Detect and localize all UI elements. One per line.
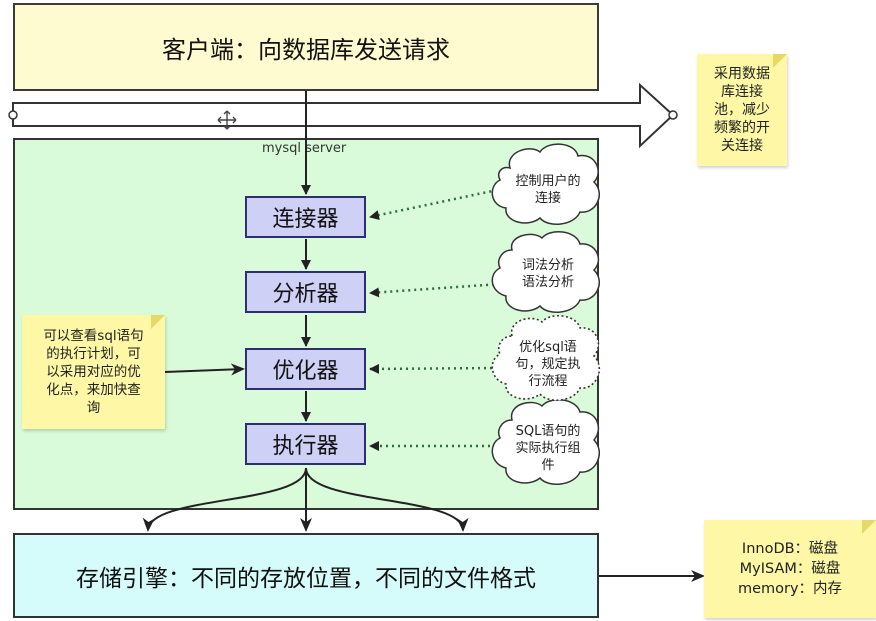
cloud-1-text: 控制用户的 连接	[500, 160, 596, 220]
cloud-4-line: SQL语句的	[515, 423, 581, 439]
cloud-4-text: SQL语句的 实际执行组 件	[498, 414, 598, 482]
cloud-3-line: 句，规定执	[515, 356, 581, 372]
connector-label: 连接器	[272, 207, 339, 232]
cloud-2-line: 语法分析	[521, 275, 574, 290]
cloud-1-line: 控制用户的	[515, 174, 581, 189]
analyzer-label: 分析器	[272, 282, 339, 307]
note-fold	[862, 520, 876, 534]
mysql-server-label: mysql server	[262, 141, 347, 156]
plan-note-line: 可以查看sql语句	[43, 328, 144, 344]
cloud-1-shape	[491, 143, 600, 225]
engines-note-line: memory：内存	[737, 581, 843, 597]
client-label: 客户端：向数据库发送请求	[162, 35, 450, 64]
cloud2-to-analyzer	[369, 282, 501, 298]
client-box: 客户端：向数据库发送请求	[13, 3, 599, 91]
plan-note-line: 以采用对应的优	[46, 364, 141, 380]
cloud-3-line: 优化sql语	[519, 339, 577, 355]
executor-to-storage-right	[305, 467, 469, 532]
cloud-2-text: 词法分析 语法分析	[500, 243, 596, 305]
pool-note-line: 库连接	[721, 84, 763, 100]
cloud-2-line: 词法分析	[521, 258, 574, 273]
pool-note-line: 采用数据	[714, 66, 770, 82]
cloud-2-shape	[491, 231, 600, 313]
executor-label: 执行器	[272, 434, 339, 459]
cloud-1-line: 连接	[534, 191, 561, 206]
connector-module: 连接器	[245, 196, 366, 238]
storage-label: 存储引擎：不同的存放位置，不同的文件格式	[76, 565, 536, 592]
execution-plan-note: 可以查看sql语句 的执行计划，可 以采用对应的优 化点，来加快查 询	[22, 315, 165, 429]
plan-note-line: 询	[86, 400, 101, 416]
pool-band-arrow	[12, 82, 675, 149]
cloud3-to-optimizer	[369, 363, 499, 374]
connection-pool-note: 采用数据 库连接 池，减少 频繁的开 关连接	[697, 54, 787, 166]
plan-note-to-optimizer-arrow	[164, 363, 245, 376]
executor-module: 执行器	[245, 423, 366, 465]
pool-note-line: 频繁的开	[714, 120, 770, 136]
cloud-3-text: 优化sql语 句，规定执 行流程	[498, 330, 598, 398]
plan-note-line: 化点，来加快查	[46, 382, 141, 398]
cloud-4-line: 实际执行组	[515, 440, 581, 456]
move-cursor-icon	[217, 110, 237, 130]
note-fold	[151, 315, 165, 329]
cloud-4-line: 件	[541, 457, 555, 473]
engines-note-line: MyISAM：磁盘	[739, 561, 841, 577]
storage-engine-box: 存储引擎：不同的存放位置，不同的文件格式	[13, 533, 599, 618]
optimizer-module: 优化器	[245, 348, 366, 390]
optimizer-label: 优化器	[272, 359, 339, 384]
cloud-3-shape	[491, 315, 600, 401]
pool-note-line: 关连接	[721, 138, 763, 154]
band-right-handle	[668, 110, 678, 120]
cloud-3-line: 行流程	[528, 373, 568, 389]
executor-to-storage-left	[142, 467, 307, 532]
pool-note-line: 池，减少	[714, 102, 770, 118]
note-fold	[773, 54, 787, 68]
cloud1-to-connector	[369, 188, 498, 221]
storage-engines-note: InnoDB：磁盘 MyISAM：磁盘 memory：内存	[704, 520, 876, 618]
analyzer-module: 分析器	[245, 271, 366, 313]
band-left-handle	[8, 110, 18, 120]
engines-note-line: InnoDB：磁盘	[741, 541, 839, 557]
plan-note-line: 的执行计划，可	[46, 346, 141, 362]
